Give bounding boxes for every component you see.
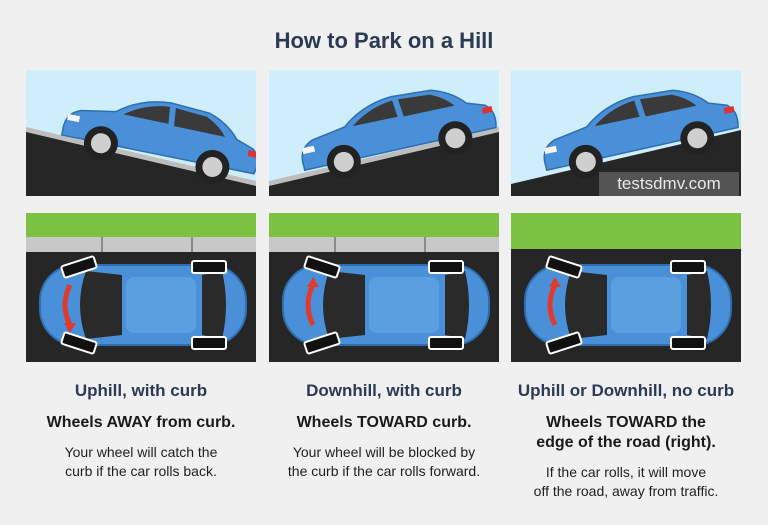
car-top-icon — [524, 255, 732, 355]
top-view-no-curb — [511, 213, 741, 362]
car-top-icon — [282, 255, 490, 355]
top-view-uphill-curb — [26, 213, 256, 362]
caption-uphill-curb: Uphill, with curb Wheels AWAY from curb.… — [21, 381, 261, 481]
description-line: Your wheel will be blocked by — [292, 444, 476, 460]
scenario-description: Your wheel will catch the curb if the ca… — [21, 443, 261, 481]
description-line: If the car rolls, it will move — [545, 464, 707, 480]
car-side-icon — [543, 89, 739, 179]
scenario-rule: Wheels AWAY from curb. — [46, 414, 236, 431]
scenario-rule: Wheels TOWARD the edge of the road (righ… — [506, 413, 746, 453]
car-side-icon — [301, 89, 497, 179]
rule-line: edge of the road (right). — [536, 434, 716, 451]
caption-downhill-curb: Downhill, with curb Wheels TOWARD curb. … — [264, 381, 504, 481]
scenario-description: Your wheel will be blocked by the curb i… — [264, 443, 504, 481]
scenario-heading: Uphill, with curb — [74, 381, 208, 400]
description-line: Your wheel will catch the — [64, 444, 218, 460]
caption-no-curb: Uphill or Downhill, no curb Wheels TOWAR… — [506, 381, 746, 501]
description-line: the curb if the car rolls forward. — [287, 463, 481, 479]
description-line: curb if the car rolls back. — [65, 463, 217, 479]
page-title: How to Park on a Hill — [274, 28, 494, 53]
scenario-rule: Wheels TOWARD curb. — [296, 414, 472, 431]
scenario-description: If the car rolls, it will move off the r… — [506, 463, 746, 501]
scenario-heading: Downhill, with curb — [306, 381, 462, 400]
car-side-icon — [60, 101, 256, 184]
top-view-downhill-curb — [269, 213, 499, 362]
watermark-logo: testsdmv.com — [599, 172, 739, 196]
rule-line: Wheels TOWARD the — [546, 414, 706, 431]
description-line: off the road, away from traffic. — [533, 483, 719, 499]
side-view-downhill-curb — [269, 70, 499, 196]
side-view-uphill-curb — [26, 70, 256, 196]
car-top-icon — [39, 255, 247, 355]
scenario-heading: Uphill or Downhill, no curb — [517, 381, 735, 400]
